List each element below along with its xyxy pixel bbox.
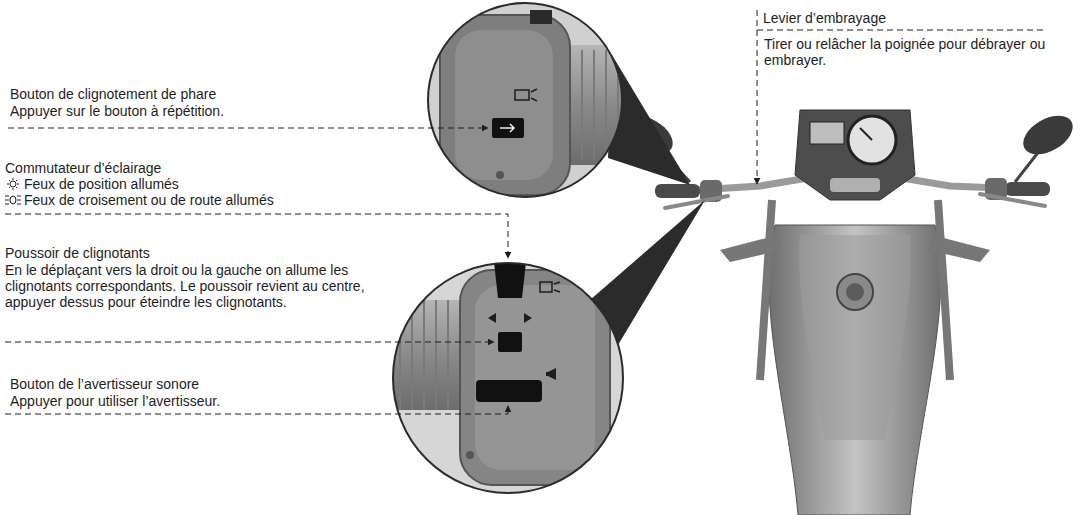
inset-border [393,263,623,493]
part-name: Bouton de l’avertisseur sonore [10,376,199,392]
dashboard [795,110,915,200]
screw [466,451,474,459]
radiator-cover [928,235,990,262]
screw [496,171,504,179]
instruction: Tirer ou relâcher la poignée pour débray… [764,36,1064,68]
grip [390,300,470,410]
part-name: Levier d’embrayage [763,10,886,26]
setting-label: Feux de position allumés [24,176,179,192]
position-light-symbol [7,178,19,190]
instruction: Appuyer pour utiliser l’avertisseur. [10,393,220,409]
turn-icon [488,313,532,323]
grip [560,45,640,165]
speedometer [848,116,896,164]
brake-lever [980,194,1045,206]
triple-clamp [830,178,880,192]
grip [655,184,700,198]
instruction: En le déplaçant vers la droit ou la gauc… [5,262,377,310]
turn-switch [498,332,522,352]
instruction: Appuyer sur le bouton à répétition. [10,103,224,119]
flash-button [492,118,524,138]
headlight-symbol [5,196,21,204]
switch-housing [440,15,570,195]
fork-tube [938,200,950,380]
headlight-icon [515,89,537,101]
inset-border [428,3,622,197]
headlight-icon [540,282,560,292]
button-arrow [500,124,514,132]
switch-housing [460,270,610,485]
leader-line [757,10,758,184]
lcd [810,122,844,144]
fork-tube [760,200,772,380]
inset-left-switch [390,260,630,500]
grip [1005,182,1050,196]
leader-line [5,342,494,343]
housing-face [455,30,553,180]
fuel-cap [846,283,864,301]
mirror-stem [1015,150,1040,182]
horn-icon [546,368,556,380]
leader-line [757,30,1045,31]
setting-label: Feux de croisement ou de route allumés [24,192,274,208]
light-switch [494,262,526,298]
leader-lines [5,10,1045,414]
fuel-tank [769,225,941,515]
horn-button [476,380,542,402]
needle [860,128,872,140]
motorcycle [617,108,1073,515]
inset-ground [390,260,630,500]
kill-switch [530,10,552,24]
part-name: Bouton de clignotement de phare [10,86,216,102]
part-name: Commutateur d’éclairage [5,160,161,176]
inset-headlight-switch [420,0,640,200]
radiator-cover [720,235,782,262]
tank-highlight [799,235,911,440]
fuel-cap [837,274,873,310]
leader-line [8,128,488,129]
clutch-lever [665,196,728,208]
part-name: Poussoir de clignotants [5,245,150,261]
grip-texture [400,300,448,410]
mirror [1017,108,1073,163]
housing-face [475,285,595,470]
